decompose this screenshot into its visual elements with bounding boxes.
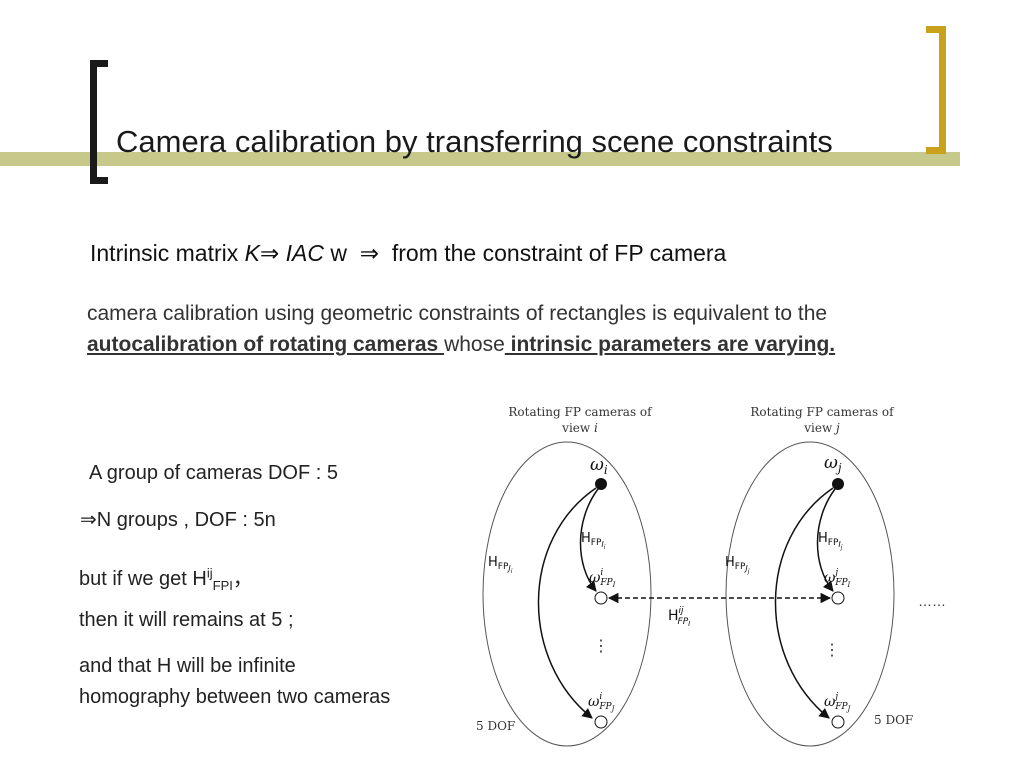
h-fp-ij-label: HFPIj: [818, 531, 843, 551]
view-i-ellipse: [482, 441, 652, 747]
remains-text: then it will remains at 5 ;: [79, 609, 294, 631]
iac-symbol: IAC: [285, 240, 324, 266]
paragraph-text-b: whose: [444, 333, 505, 356]
left-bracket-decoration: [90, 60, 108, 184]
arrow-h-fp-ji: [537, 487, 597, 719]
right-vdots: ⋮: [824, 642, 840, 659]
right-bracket-decoration: [926, 26, 946, 154]
slide-title: Camera calibration by transferring scene…: [116, 124, 833, 159]
intrinsic-suffix: from the constraint of FP camera: [391, 240, 727, 266]
n-groups-arrow: ⇒: [80, 509, 97, 531]
paragraph-text-a: camera calibration using geometric const…: [87, 302, 828, 325]
omega-j-node: [832, 478, 844, 490]
right-dof-label: 5 DOF: [874, 713, 913, 727]
intrinsic-prefix: Intrinsic matrix: [90, 240, 239, 266]
omega-fpi-j-node: [831, 591, 845, 605]
but-if-line: but if we get HijFPI，: [79, 562, 253, 593]
h-fp-ii-label: HFPIi: [581, 531, 606, 551]
arrow-h-fp-ij: [816, 488, 836, 592]
ellipsis-dots: ……: [918, 593, 946, 609]
h-fp-jj-label: HFPJj: [725, 555, 750, 575]
arrow-h-fp-ii: [579, 488, 599, 592]
infinite-text-1: and that H will be infinite: [79, 655, 296, 677]
group-dof-text: A group of cameras DOF : 5: [89, 462, 338, 484]
left-vdots: ⋮: [593, 638, 609, 655]
but-if-sub: FPI: [212, 578, 233, 593]
omega-i-label: ωi: [590, 455, 608, 477]
implies-arrow: ⇒: [259, 240, 280, 266]
autocalibration-link[interactable]: autocalibration of rotating cameras: [87, 333, 445, 356]
left-caption-1: Rotating FP cameras of: [508, 405, 653, 419]
left-caption-2: view i: [561, 421, 598, 435]
implies-arrow-2: ⇒: [359, 240, 380, 266]
intrinsic-parameters-link[interactable]: intrinsic parameters are varying.: [504, 333, 836, 356]
omega-fpj-i-node: [594, 715, 608, 729]
intrinsic-line: Intrinsic matrix K⇒ IAC w ⇒ from the con…: [90, 240, 726, 267]
body-paragraph: camera calibration using geometric const…: [87, 298, 927, 360]
k-symbol: K: [244, 240, 260, 266]
arrow-h-fp-jj: [774, 487, 834, 719]
n-groups-text: N groups , DOF : 5n: [96, 509, 276, 531]
but-if-suffix: ，: [232, 568, 253, 590]
w-symbol: w: [330, 240, 348, 266]
but-if-sup: ij: [206, 565, 213, 581]
infinite-text-2: homography between two cameras: [79, 686, 391, 708]
omega-fpi-i-node: [594, 591, 608, 605]
omega-fpj-j-node: [831, 715, 845, 729]
omega-i-node: [595, 478, 607, 490]
decorative-bar: [0, 152, 960, 166]
n-groups-line: ⇒N groups , DOF : 5n: [80, 507, 276, 532]
omega-j-label: ωj: [824, 453, 842, 475]
h-fp-ji-label: HFPJi: [488, 555, 513, 575]
left-dof-label: 5 DOF: [476, 719, 515, 733]
but-if-prefix: but if we get H: [79, 568, 207, 590]
right-caption-1: Rotating FP cameras of: [750, 405, 895, 419]
right-caption-2: view j: [803, 421, 840, 435]
